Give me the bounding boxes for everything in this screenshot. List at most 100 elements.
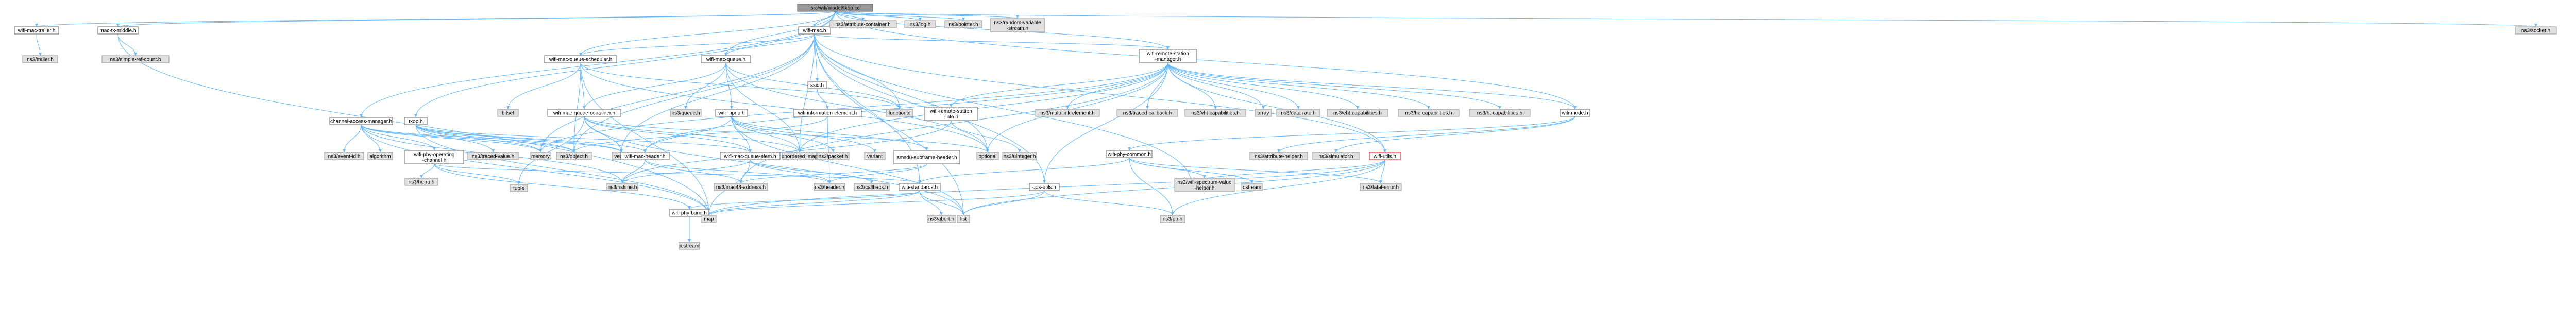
node-wmqc[interactable]: wifi-mac-queue-container.h: [547, 109, 621, 117]
node-srefc: ns3/simple-ref-count.h: [101, 55, 170, 63]
node-label: iostream: [680, 244, 699, 249]
node-header: ns3/header.h: [814, 183, 845, 191]
edge-wmqe-to-nstime: [622, 159, 751, 184]
edge-qos-to-map: [708, 190, 1045, 216]
node-label: mac-tx-middle.h: [99, 28, 136, 34]
node-box: [807, 81, 827, 89]
node-mle: ns3/multi-link-element.h: [1035, 109, 1100, 117]
edge-wrsm-to-htc: [1167, 62, 1500, 110]
edge-arrowhead-wmode-to-wpc: [1128, 147, 1131, 150]
node-box: [1106, 150, 1153, 158]
edge-root-to-cam: [361, 11, 836, 118]
edge-cam-to-eventid: [344, 124, 362, 153]
node-label: wifi-mac.h: [802, 28, 826, 34]
node-variant: variant: [864, 152, 886, 160]
node-box: [886, 109, 913, 117]
node-array: array: [1255, 109, 1272, 117]
edge-cam-to-algorithm: [361, 124, 381, 153]
node-wmpdu[interactable]: wifi-mpdu.h: [715, 109, 748, 117]
node-wmode[interactable]: wifi-mode.h: [1560, 109, 1590, 117]
node-wie[interactable]: wifi-information-element.h: [793, 109, 862, 117]
node-root[interactable]: src/wifi/model/txop.cc: [797, 4, 873, 12]
node-label: ns3/attribute-helper.h: [1255, 154, 1303, 160]
node-wmt[interactable]: wifi-mac-trailer.h: [14, 26, 59, 35]
node-wmqe[interactable]: wifi-mac-queue-elem.h: [720, 152, 781, 160]
node-label: bitset: [502, 111, 514, 116]
edge-wmac-to-memory: [540, 33, 815, 153]
node-txop[interactable]: txop.h: [404, 117, 428, 125]
edge-arrowhead-wmqe-to-nstime: [621, 180, 624, 183]
edge-root-to-wmqs: [580, 11, 836, 56]
node-box: [797, 4, 873, 12]
node-label: map: [704, 217, 714, 223]
node-wmac[interactable]: wifi-mac.h: [798, 26, 831, 35]
edge-wrsm-to-mle: [1067, 62, 1168, 110]
node-label: wifi-phy-operating: [414, 152, 455, 158]
node-wpoc[interactable]: wifi-phy-operating-channel.h: [404, 150, 464, 164]
node-label: ns3/traced-callback.h: [1123, 111, 1172, 116]
node-ssid[interactable]: ssid.h: [807, 81, 827, 89]
edge-arrowhead-amsdu-to-mac48: [739, 180, 742, 183]
edge-wmac-to-wutils: [814, 33, 1385, 153]
node-label: txop.h: [409, 119, 422, 125]
node-label: wifi-information-element.h: [798, 111, 857, 116]
node-box: [927, 215, 956, 223]
node-label: -info.h: [944, 114, 958, 120]
edge-wrsi-to-uint: [951, 120, 1020, 153]
edge-arrowhead-wmpdu-to-packet: [832, 149, 835, 152]
node-box: [1184, 109, 1246, 117]
edge-arrowhead-wmt-to-trailer: [39, 53, 42, 56]
node-cam[interactable]: channel-access-manager.h: [329, 117, 393, 125]
edge-arrowhead-wrsm-to-tcb: [1146, 106, 1149, 109]
node-box: [404, 178, 438, 186]
node-label: ns3/ht-capabilities.h: [1477, 111, 1522, 116]
node-qos[interactable]: qos-utils.h: [1029, 183, 1060, 191]
edge-wmqs-to-functional: [580, 62, 900, 110]
node-amsdu[interactable]: amsdu-subframe-header.h: [893, 150, 960, 164]
edge-arrowhead-wmq-to-wmpdu: [730, 106, 733, 109]
edge-arrowhead-root-to-wmt: [35, 24, 38, 27]
node-wrsi[interactable]: wifi-remote-station-info.h: [924, 107, 978, 121]
edge-wmq-to-queue: [685, 62, 726, 110]
node-label: ns3/event-id.h: [328, 154, 361, 160]
node-label: wifi-mpdu.h: [718, 111, 744, 116]
node-label: ns3/wifi-spectrum-value: [1177, 180, 1231, 185]
node-ahelp: ns3/attribute-helper.h: [1249, 152, 1308, 160]
node-wpb[interactable]: wifi-phy-band.h: [669, 209, 709, 217]
edge-arrowhead-root-to-sock: [2534, 24, 2537, 27]
node-box: [22, 55, 58, 63]
node-wmqs[interactable]: wifi-mac-queue-scheduler.h: [544, 55, 617, 63]
node-box: [97, 26, 139, 35]
dependency-edges: [35, 11, 2537, 242]
edge-arrowhead-cam-to-algorithm: [379, 149, 382, 152]
edge-arrowhead-txop-to-wmh: [643, 149, 647, 152]
edge-wpoc-to-tuple: [434, 163, 519, 185]
node-label: ns3/simulator.h: [1318, 154, 1353, 160]
node-hec: ns3/he-capabilities.h: [1398, 109, 1460, 117]
node-box: [1174, 178, 1235, 192]
node-wmh[interactable]: wifi-mac-header.h: [620, 152, 670, 160]
node-wpc[interactable]: wifi-phy-common.h: [1106, 150, 1153, 158]
node-label: array: [1258, 111, 1269, 116]
node-wutils[interactable]: wifi-utils.h: [1369, 152, 1401, 160]
edge-wmqc-to-umap: [584, 116, 800, 153]
node-box: [1002, 152, 1037, 160]
node-box: [547, 109, 621, 117]
edge-wmh-to-nstime: [622, 159, 646, 184]
node-wstd[interactable]: wifi-standards.h: [899, 183, 941, 191]
node-drate: ns3/data-rate.h: [1276, 109, 1320, 117]
node-wrsm[interactable]: wifi-remote-station-manager.h: [1139, 49, 1197, 63]
edge-arrowhead-wmac-to-wmqs: [579, 53, 582, 56]
edge-wrsm-to-drate: [1167, 62, 1299, 110]
node-label: optional: [978, 154, 996, 160]
node-umap: unordered_map: [782, 152, 818, 160]
edge-wmqs-to-nsobj: [573, 62, 581, 153]
node-wmq[interactable]: wifi-mac-queue.h: [701, 55, 751, 63]
edge-wmac-to-set: [814, 33, 1192, 184]
node-box: [1241, 183, 1263, 191]
node-packet: ns3/packet.h: [817, 152, 850, 160]
edge-arrowhead-wrsm-to-wutils: [1383, 149, 1386, 152]
node-box: [1276, 109, 1320, 117]
edge-arrowhead-wrsm-to-ehtc: [1356, 106, 1359, 109]
node-mtm[interactable]: mac-tx-middle.h: [97, 26, 139, 35]
